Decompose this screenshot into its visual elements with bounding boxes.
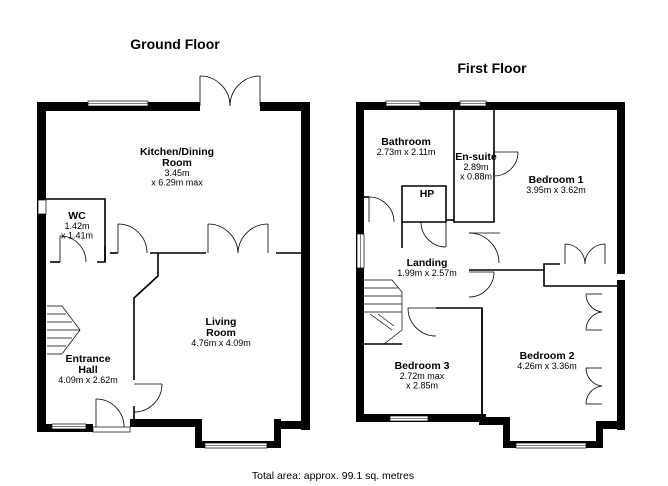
room-dimensions-ensuite: 2.89m bbox=[463, 162, 488, 172]
room-dimensions-wc: 1.42m bbox=[64, 221, 89, 231]
room-name-living: Living bbox=[206, 316, 237, 328]
ground-french-doors bbox=[199, 75, 261, 107]
room-name-wc: WC bbox=[68, 210, 86, 222]
room-dimensions-bedroom2: 4.26m x 3.36m bbox=[517, 361, 577, 371]
room-name-hall: Entrance bbox=[66, 353, 111, 365]
room-dimensions-kitchen: x 6.29m max bbox=[151, 178, 203, 188]
room-dimensions-hall: 4.09m x 2.62m bbox=[58, 375, 118, 385]
room-dimensions-bedroom1: 3.95m x 3.62m bbox=[526, 185, 586, 195]
room-name-landing: Landing bbox=[407, 257, 448, 269]
first-internal-walls bbox=[364, 110, 617, 418]
room-name-living: Room bbox=[206, 327, 236, 339]
ground-windows bbox=[37, 100, 268, 449]
room-name-bedroom1: Bedroom 1 bbox=[529, 174, 584, 186]
room-name-hall: Hall bbox=[78, 364, 97, 376]
room-dimensions-landing: 1.99m x 2.57m bbox=[397, 268, 457, 278]
room-dimensions-wc: x 1.41m bbox=[61, 231, 93, 241]
room-name-kitchen: Room bbox=[162, 157, 192, 169]
room-dimensions-kitchen: 3.45m bbox=[164, 168, 189, 178]
ground-stairs bbox=[47, 305, 81, 355]
ground-floor-title: Ground Floor bbox=[130, 36, 220, 52]
room-name-bedroom2: Bedroom 2 bbox=[520, 350, 575, 362]
room-name-hp: HP bbox=[420, 188, 435, 200]
total-area-caption: Total area: approx. 99.1 sq. metres bbox=[252, 470, 414, 482]
room-name-bedroom3: Bedroom 3 bbox=[395, 360, 450, 372]
room-dimensions-living: 4.76m x 4.09m bbox=[191, 338, 251, 348]
room-name-bathroom: Bathroom bbox=[381, 136, 431, 148]
ground-internal-walls bbox=[46, 198, 302, 420]
first-doors bbox=[368, 151, 606, 405]
ground-floor-plan bbox=[37, 75, 310, 449]
room-dimensions-bedroom3: x 2.85m bbox=[406, 381, 438, 391]
room-dimensions-bathroom: 2.73m x 2.11m bbox=[377, 147, 436, 157]
first-floor-title: First Floor bbox=[457, 60, 527, 76]
room-name-ensuite: En-suite bbox=[455, 151, 497, 163]
room-dimensions-bedroom3: 2.72m max bbox=[400, 371, 445, 381]
room-dimensions-ensuite: x 0.88m bbox=[460, 172, 492, 182]
room-name-kitchen: Kitchen/Dining bbox=[140, 146, 214, 158]
first-floor-plan bbox=[356, 100, 625, 449]
ground-doors bbox=[59, 223, 269, 433]
room-label-first-hp: HP bbox=[420, 188, 435, 200]
first-windows bbox=[356, 100, 587, 449]
first-stairs bbox=[364, 279, 403, 345]
